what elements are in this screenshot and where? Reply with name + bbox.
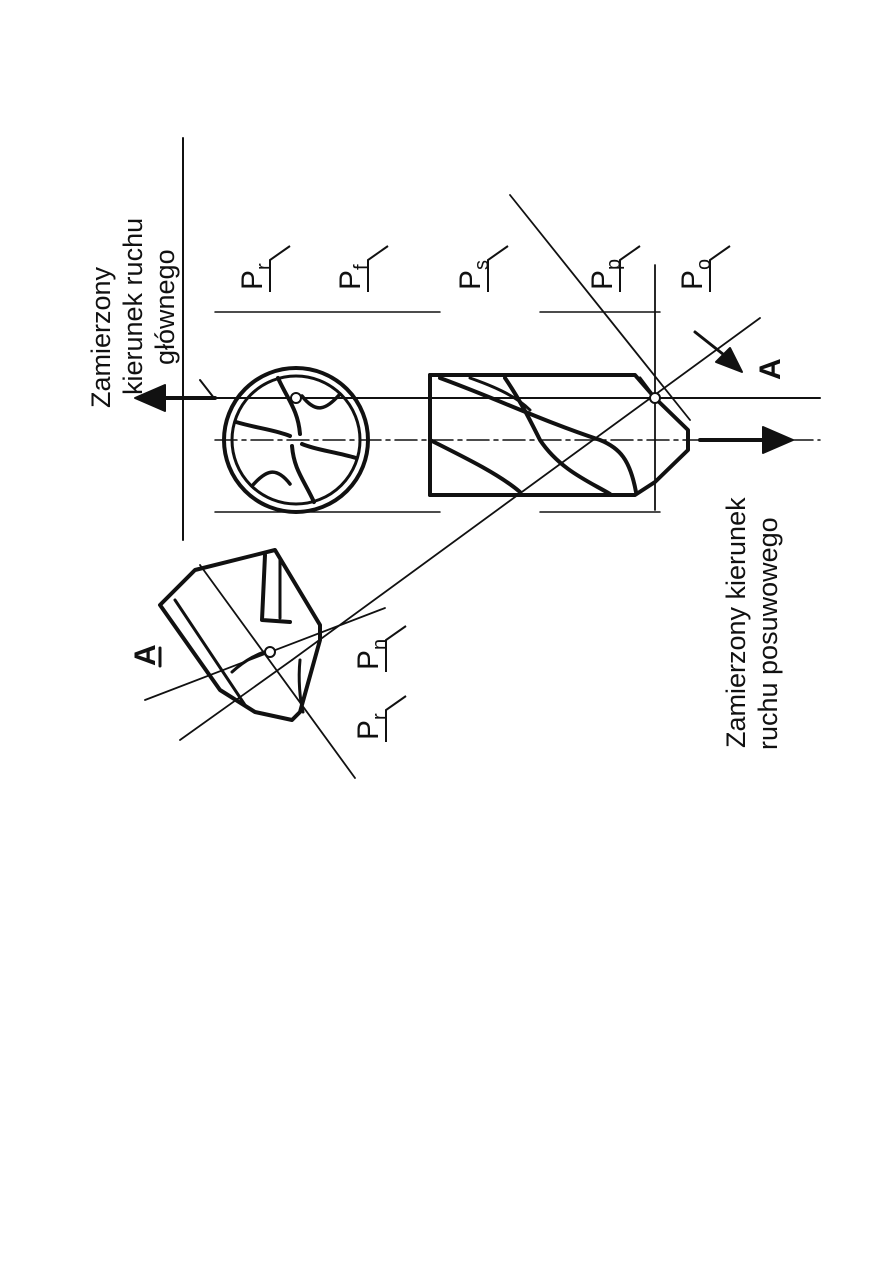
plane-label-pp-subscript: p (603, 259, 625, 270)
plane-ps-line (509, 194, 691, 421)
plane-label-ps-subscript: s (471, 260, 493, 270)
drill-helix-edge-1 (438, 376, 638, 494)
drill-helix-edge-3 (428, 438, 522, 494)
main-motion-leader (199, 379, 215, 399)
plane-label-po: Po (676, 245, 731, 292)
end-view-point-marker (290, 392, 302, 404)
main-motion-label-line3: głównego (150, 249, 180, 365)
section-a-outline (158, 548, 322, 722)
drill-end-view-outer-circle (222, 366, 370, 514)
plane-label-pf-subscript: f (351, 264, 373, 270)
plane-label-pf: Pf (334, 245, 389, 292)
plane-label-po-symbol: P (676, 270, 709, 290)
section-a-edge-5 (297, 658, 305, 714)
plane-po-line (291, 317, 761, 661)
end-view-lip-2 (290, 444, 316, 504)
drill-end-view-inner-circle (230, 374, 362, 506)
drill-helix-edge-2 (503, 376, 612, 496)
view-a-arrow-head (715, 347, 743, 373)
drill-body-outline (428, 373, 690, 497)
plane-label-pr-symbol: P (236, 270, 269, 290)
section-plane-label-pn-symbol: P (352, 650, 385, 670)
side-view-point-marker (649, 392, 661, 404)
section-plane-label-pr-symbol: P (352, 720, 385, 740)
section-plane-label-pr-leader (385, 695, 407, 742)
section-pr-line (199, 564, 356, 779)
end-view-flute-1 (234, 420, 292, 438)
feed-motion-label-line2: ruchu posuwowego (753, 517, 783, 750)
main-motion-arrow-head (134, 384, 166, 412)
plane-label-pp: Pp (586, 245, 641, 292)
end-view-flute-3 (300, 392, 342, 410)
section-plane-label-pn-subscript: n (369, 639, 391, 650)
plane-label-ps-leader (487, 245, 509, 292)
section-a-edge-1 (173, 598, 247, 707)
plane-label-po-leader (709, 245, 731, 292)
section-plane-label-pn: Pn (352, 625, 407, 672)
main-motion-label-line1: Zamierzony (86, 266, 116, 408)
feed-motion-label-line1: Zamierzony kierunek (721, 497, 751, 748)
end-view-lip-1 (276, 376, 302, 436)
plane-label-pp-leader (619, 245, 641, 292)
drill-helix-edge-4 (468, 376, 532, 412)
section-plane-label-pr: Pr (352, 695, 407, 742)
section-plane-label-pn-leader (385, 625, 407, 672)
view-a-label: A (754, 358, 787, 380)
plane-label-po-subscript: o (693, 259, 715, 270)
section-point-marker (264, 646, 276, 658)
end-view-flute-2 (300, 442, 358, 460)
end-view-flute-4 (250, 470, 292, 488)
plane-label-pp-symbol: P (586, 270, 619, 290)
plane-label-pf-symbol: P (334, 270, 367, 290)
plane-label-pf-leader (367, 245, 389, 292)
plane-label-ps-symbol: P (454, 270, 487, 290)
section-a-edge-2 (260, 553, 292, 624)
plane-label-pr-leader (269, 245, 291, 292)
plane-label-pr-subscript: r (253, 263, 275, 270)
plane-label-ps: Ps (454, 245, 509, 292)
feed-motion-arrow-head (762, 426, 794, 454)
section-a-mark: A (129, 644, 162, 666)
main-motion-label-line2: kierunek ruchu (118, 218, 148, 395)
section-plane-label-pr-subscript: r (369, 713, 391, 720)
plane-label-pr: Pr (236, 245, 291, 292)
